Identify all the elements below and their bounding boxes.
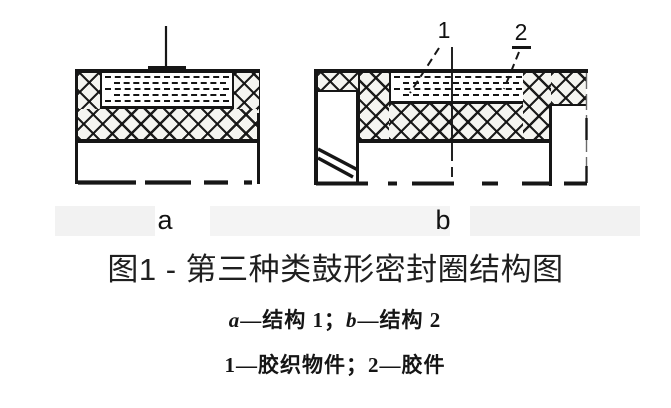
figure-legend-line-2: 1—胶织物件；2—胶件: [224, 353, 446, 377]
fabric-layer-a: [102, 73, 232, 109]
diagram-a-left-edge: [75, 69, 78, 184]
leader-line-a: [148, 26, 186, 71]
diagram-a-right-edge: [257, 69, 260, 184]
legend-desc-b: —结构 2: [357, 308, 442, 332]
legend-key-b: b: [346, 308, 358, 332]
rubber-column-left-b: [358, 73, 391, 140]
legend-key-a: a: [228, 308, 241, 332]
callout-number-2: 2: [514, 19, 528, 45]
callout-number-1: 1: [437, 17, 451, 43]
fabric-hatch-row: [114, 93, 226, 96]
rubber-topband-left-b: [318, 73, 358, 92]
rubber-block-right-a: [232, 73, 259, 113]
fabric-hatch-row: [403, 81, 519, 84]
leader-line-1: [409, 47, 440, 94]
rubber-band-b: [389, 104, 523, 140]
callout-number-2-underline: [512, 46, 531, 49]
fabric-hatch-row: [105, 87, 229, 90]
fabric-hatch-row: [114, 81, 226, 84]
fabric-hatch-row: [394, 87, 522, 90]
right-leg-inner-edge-b: [549, 105, 552, 186]
subfigure-label-b: b: [435, 205, 451, 235]
figure-caption: 图1 - 第三种类鼓形密封圈结构图: [107, 252, 564, 287]
left-leg-chamfer-stripes-b: [317, 147, 359, 179]
fabric-hatch-row: [105, 99, 229, 102]
rubber-band-a: [78, 109, 257, 143]
scan-artifact-band: [55, 206, 155, 236]
diagram-a-top-edge: [75, 69, 260, 73]
scan-artifact-band: [470, 206, 640, 236]
figure-legend-line-1: a—结构 1；b—结构 2: [10, 304, 660, 334]
scan-artifact-band: [210, 206, 450, 236]
left-leg-inner-edge-b: [356, 92, 359, 184]
fabric-hatch-row: [394, 75, 522, 78]
legend-desc-a: —结构 1；: [240, 308, 346, 332]
subfigure-label-a: a: [157, 205, 173, 235]
diagram-b-left-edge: [314, 69, 318, 185]
leader-line-2: [503, 51, 520, 90]
rubber-column-right-b: [523, 73, 551, 140]
fabric-hatch-row: [105, 75, 229, 78]
rubber-band-b-bottom-line: [357, 139, 551, 143]
rubber-topband-right-b: [551, 73, 586, 106]
fabric-hatch-row: [403, 93, 519, 96]
